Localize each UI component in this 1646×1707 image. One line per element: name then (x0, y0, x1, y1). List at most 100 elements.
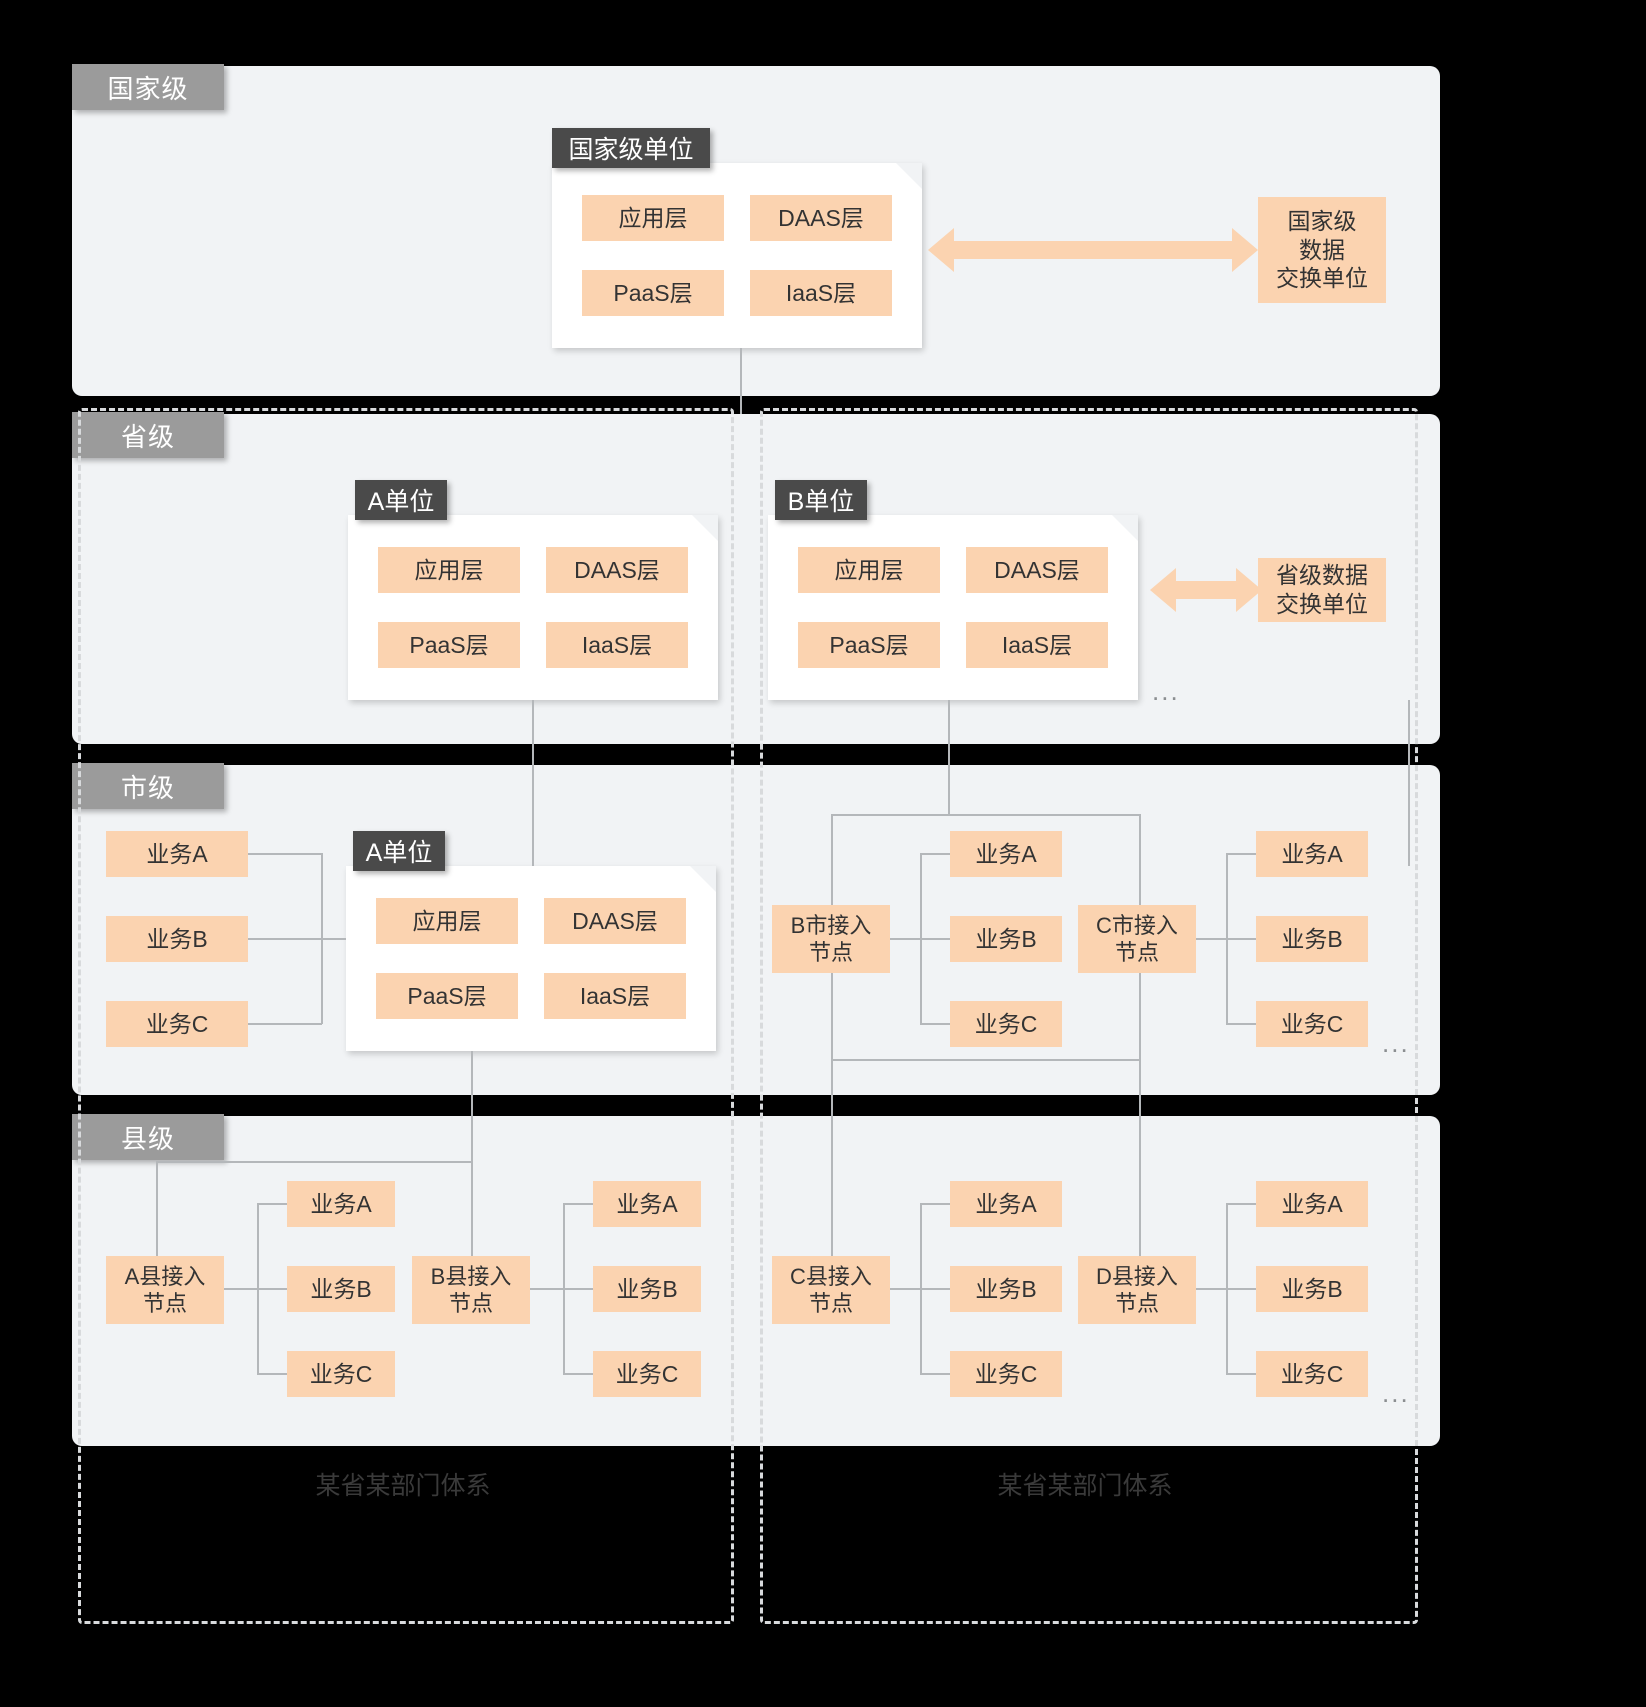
national-layer-iaas: IaaS层 (750, 270, 892, 316)
national-exchange-unit: 国家级 数据 交换单位 (1258, 197, 1386, 303)
node-name-line-1: C市接入 (1096, 912, 1178, 938)
national-layer-paas: PaaS层 (582, 270, 724, 316)
prov-a-layer-app: 应用层 (378, 547, 520, 593)
exchange-line-1: 国家级 (1287, 207, 1357, 234)
level-tab-city: 市级 (72, 763, 224, 809)
county-b-bus (563, 1203, 565, 1374)
county-b-svc-a-line (563, 1203, 593, 1205)
county-a-svc-a-line (257, 1203, 287, 1205)
level-panel-city (72, 765, 1440, 1095)
prov-b-to-city-cluster (948, 700, 950, 814)
exchange-line-2: 数据 (1299, 236, 1345, 263)
city-b-service-a: 业务A (950, 831, 1062, 877)
exchange-line-2: 交换单位 (1276, 591, 1368, 617)
city-a-layer-paas: PaaS层 (376, 973, 518, 1019)
county-c-svc-a-line (920, 1203, 950, 1205)
arrow-bar (954, 241, 1232, 259)
prov-a-layer-paas: PaaS层 (378, 622, 520, 668)
card-fold-corner (896, 163, 922, 189)
county-d-service-b: 业务B (1256, 1266, 1368, 1312)
county-node-a: A县接入 节点 (106, 1256, 224, 1324)
county-a-svc-c-line (257, 1373, 287, 1375)
node-name-line-1: D县接入 (1096, 1263, 1178, 1289)
provincial-unit-a-tab: A单位 (355, 480, 447, 520)
city-b-svc-a-line (920, 853, 950, 855)
county-a-service-c: 业务C (287, 1351, 395, 1397)
city-c-svc-a-line (1226, 853, 1256, 855)
prov-b-layer-paas: PaaS层 (798, 622, 940, 668)
county-d-service-c: 业务C (1256, 1351, 1368, 1397)
county-node-b: B县接入 节点 (412, 1256, 530, 1324)
county-b-link (530, 1288, 593, 1290)
node-name-line-1: B市接入 (790, 912, 872, 938)
prov-a-to-city-a (532, 700, 534, 866)
county-c-bus (920, 1203, 922, 1374)
county-d-bus (1226, 1203, 1228, 1374)
county-b-service-b: 业务B (593, 1266, 701, 1312)
city-a-to-county-trunk (471, 1051, 473, 1161)
national-layer-app: 应用层 (582, 195, 724, 241)
city-c-service-c: 业务C (1256, 1001, 1368, 1047)
provincial-unit-a-card (348, 515, 718, 700)
city-left-service-b: 业务B (106, 916, 248, 962)
national-unit-tab: 国家级单位 (552, 128, 710, 168)
city-left-svc-c-line (248, 1023, 322, 1025)
county-a-service-a: 业务A (287, 1181, 395, 1227)
node-name-line-2: 节点 (808, 1291, 853, 1316)
county-node-d: D县接入 节点 (1078, 1256, 1196, 1324)
exchange-line-1: 省级数据 (1276, 562, 1368, 589)
county-c-svc-c-line (920, 1373, 950, 1375)
county-b-service-c: 业务C (593, 1351, 701, 1397)
county-b-svc-c-line (563, 1373, 593, 1375)
city-ring-right-up (1139, 814, 1141, 905)
city-a-layer-daas: DAAS层 (544, 898, 686, 944)
node-name-line-2: 节点 (808, 940, 853, 965)
county-a-service-b: 业务B (287, 1266, 395, 1312)
city-ring-left-down (831, 973, 833, 1061)
county-a-link (224, 1288, 287, 1290)
prov-b-layer-app: 应用层 (798, 547, 940, 593)
prov-a-layer-daas: DAAS层 (546, 547, 688, 593)
city-ellipsis: ... (1382, 1028, 1410, 1058)
county-a-bus (257, 1203, 259, 1374)
region-label-left: 某省某部门体系 (315, 1472, 491, 1500)
city-unit-a-tab: A单位 (353, 831, 445, 871)
county-b-service-a: 业务A (593, 1181, 701, 1227)
city-c-service-a: 业务A (1256, 831, 1368, 877)
national-unit-card (552, 163, 922, 348)
city-ring-left-up (831, 814, 833, 905)
county-a-drop (156, 1161, 158, 1256)
city-left-service-c: 业务C (106, 1001, 248, 1047)
county-node-c: C县接入 节点 (772, 1256, 890, 1324)
county-ab-bus (156, 1161, 471, 1163)
county-c-service-c: 业务C (950, 1351, 1062, 1397)
city-left-svc-bus (321, 853, 323, 1024)
node-name-line-2: 节点 (448, 1291, 493, 1316)
level-tab-county: 县级 (72, 1114, 224, 1160)
exchange-line-3: 交换单位 (1276, 265, 1368, 292)
city-ring-top (831, 814, 1141, 816)
node-name-line-1: A县接入 (124, 1263, 206, 1289)
level-panel-provincial (72, 414, 1440, 744)
provincial-exchange-unit: 省级数据 交换单位 (1258, 558, 1386, 622)
node-name-line-1: C县接入 (790, 1263, 872, 1289)
city-ring-right-down (1139, 973, 1141, 1061)
city-c-svc-bus (1226, 853, 1228, 1024)
arrow-head-left (928, 228, 954, 272)
node-name-line-2: 节点 (1114, 1291, 1159, 1316)
county-c-service-a: 业务A (950, 1181, 1062, 1227)
arrow-head-right (1232, 228, 1258, 272)
city-b-svc-c-line (920, 1023, 950, 1025)
city-left-svc-b-line (248, 938, 346, 940)
node-name-line-1: B县接入 (430, 1263, 512, 1289)
city-a-layer-app: 应用层 (376, 898, 518, 944)
city-unit-a-card (346, 866, 716, 1051)
national-exchange-arrow (928, 228, 1258, 272)
city-node-b: B市接入 节点 (772, 905, 890, 973)
city-c-service-b: 业务B (1256, 916, 1368, 962)
region-group-right (760, 408, 1418, 1624)
prov-b-layer-iaas: IaaS层 (966, 622, 1108, 668)
city-left-service-a: 业务A (106, 831, 248, 877)
county-c-service-b: 业务B (950, 1266, 1062, 1312)
county-d-service-a: 业务A (1256, 1181, 1368, 1227)
